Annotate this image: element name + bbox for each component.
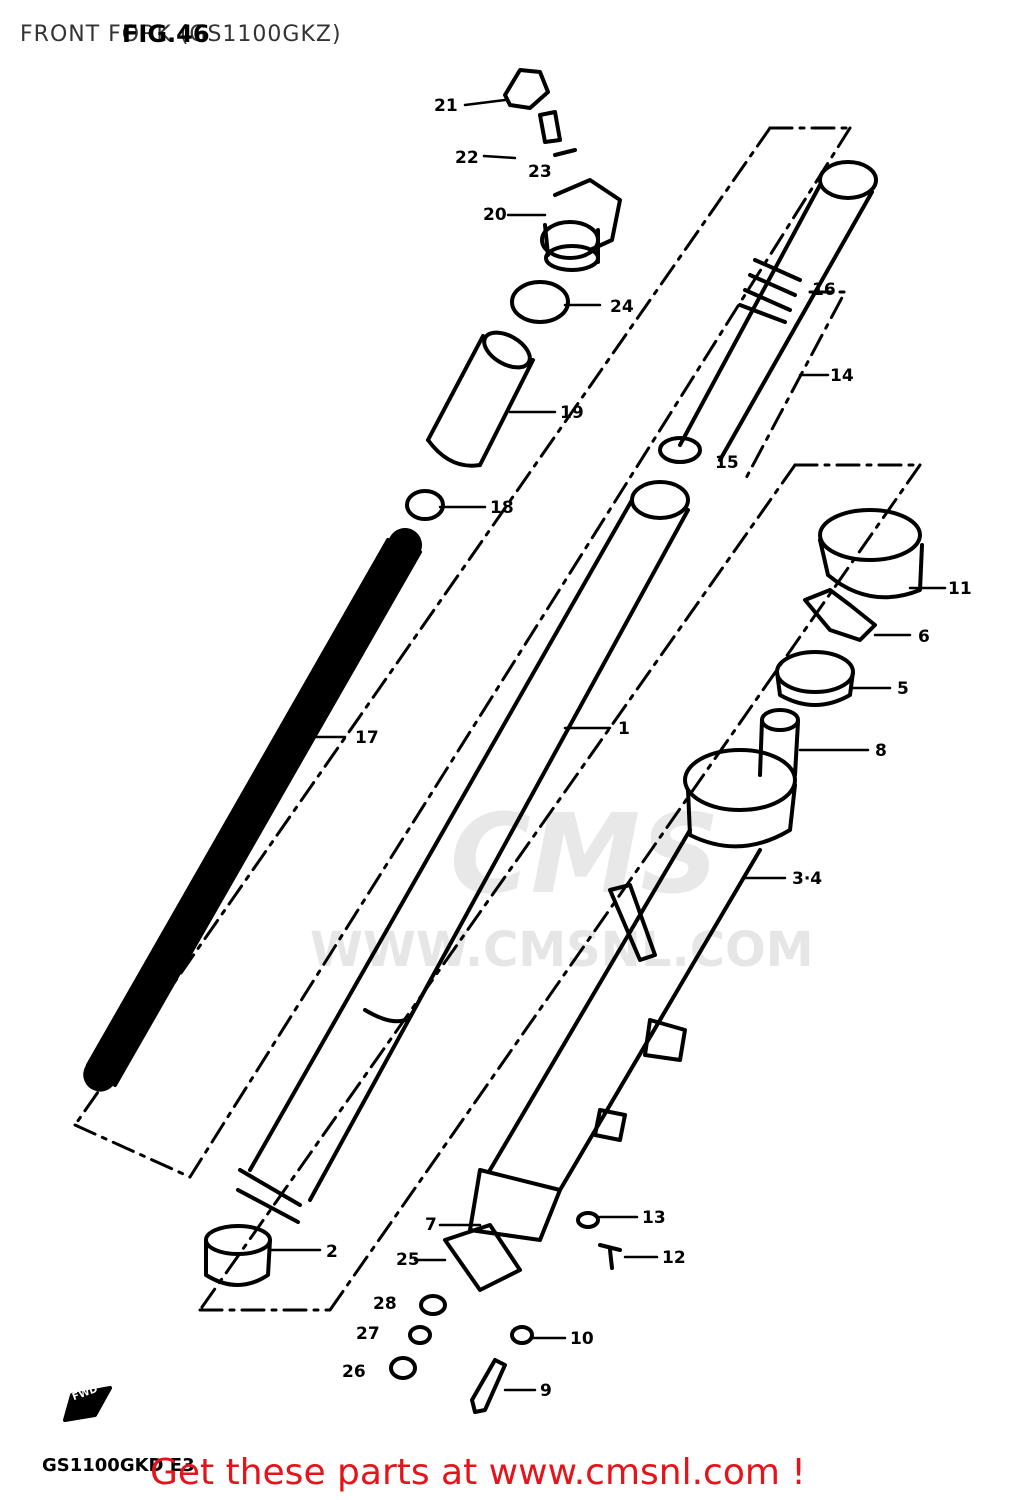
label-8: 8	[875, 741, 887, 761]
label-23: 23	[528, 162, 552, 182]
label-16: 16	[812, 280, 836, 300]
label-13: 13	[642, 1208, 666, 1228]
part-17-spring	[83, 528, 422, 1092]
part-19-spacer	[426, 330, 535, 468]
label-28: 28	[373, 1294, 397, 1314]
fwd-arrow-icon	[63, 1386, 112, 1422]
page-title: FRONT FORK (GS1100GKZ)	[20, 22, 342, 47]
part-18-seat	[405, 489, 445, 521]
part-22-screw	[538, 110, 577, 157]
part-21-cap	[503, 68, 550, 110]
label-14: 14	[830, 366, 854, 386]
part-8-cylinder	[758, 708, 800, 777]
label-20: 20	[483, 205, 507, 225]
label-11: 11	[948, 579, 972, 599]
label-1: 1	[618, 719, 630, 739]
part-11-seal	[818, 508, 924, 600]
label-27: 27	[356, 1324, 380, 1344]
label-12: 12	[662, 1248, 686, 1268]
label-7: 7	[425, 1215, 437, 1235]
group-outline-inner-tube	[73, 126, 852, 1179]
watermark-url: WWW.CMSNL.COM	[310, 922, 814, 978]
label-3-4: 3·4	[792, 869, 823, 889]
part-20-bolt	[540, 178, 622, 272]
label-15: 15	[715, 453, 739, 473]
group-outline-outer-tube	[198, 290, 922, 1312]
label-19: 19	[560, 403, 584, 423]
label-26: 26	[342, 1362, 366, 1382]
label-2: 2	[326, 1242, 338, 1262]
part-24-ring	[510, 280, 570, 324]
label-18: 18	[490, 498, 514, 518]
part-27-washer	[408, 1325, 432, 1345]
part-1-inner-tube	[236, 480, 690, 1224]
part-2-bush	[204, 1224, 272, 1287]
part-12-screw	[598, 1243, 622, 1270]
part-damper-rod	[658, 160, 878, 464]
label-22: 22	[455, 148, 479, 168]
figure-number: FIG.46	[122, 20, 210, 48]
label-9: 9	[540, 1381, 552, 1401]
label-6: 6	[918, 627, 930, 647]
part-26-nut	[389, 1356, 417, 1380]
label-17: 17	[355, 728, 379, 748]
part-9-bolt	[470, 1358, 507, 1414]
part-3-4-outer-tube	[468, 748, 797, 1242]
part-6-clip	[803, 588, 877, 642]
label-25: 25	[396, 1250, 420, 1270]
label-5: 5	[897, 679, 909, 699]
part-28-nut	[419, 1294, 447, 1316]
model-code: GS1100GKD E3	[42, 1455, 195, 1476]
leader-lines	[268, 98, 947, 1392]
part-25-bracket	[443, 1223, 522, 1292]
label-24: 24	[610, 297, 634, 317]
part-5-washer	[775, 650, 855, 707]
label-21: 21	[434, 96, 458, 116]
label-10: 10	[570, 1329, 594, 1349]
footer-link[interactable]: Get these parts at www.cmsnl.com !	[150, 1452, 806, 1493]
part-10-washer	[510, 1325, 534, 1345]
part-13-washer	[576, 1211, 600, 1229]
